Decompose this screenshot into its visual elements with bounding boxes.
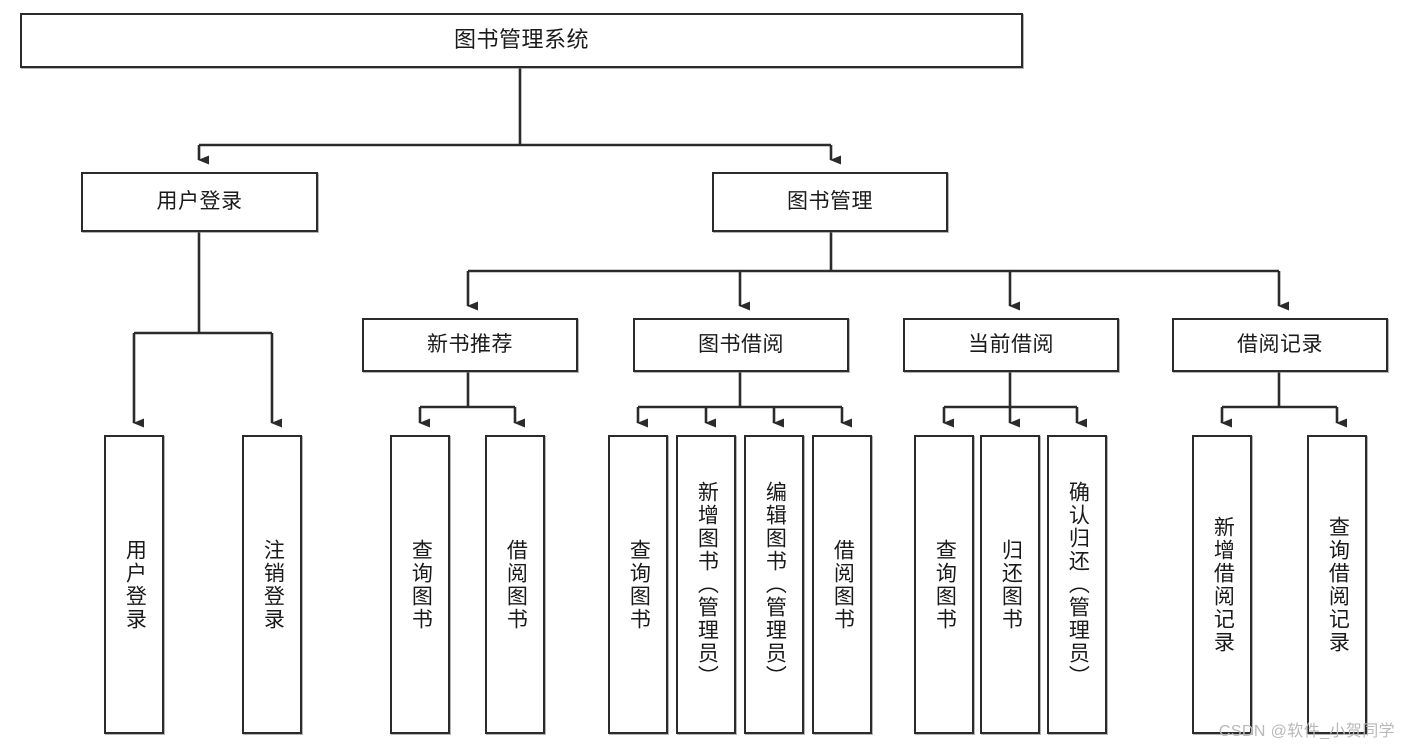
node-leaf-logout[interactable]: 注销登录	[242, 435, 302, 734]
node-current-borrow[interactable]: 当前借阅	[903, 318, 1119, 372]
node-label: 新增图书（管理员）	[695, 481, 719, 688]
node-label: 查询图书	[627, 538, 651, 631]
node-label: 归还图书	[999, 538, 1023, 631]
node-leaf-query-book-2[interactable]: 查询图书	[608, 435, 668, 734]
node-new-book-recommend[interactable]: 新书推荐	[362, 318, 578, 372]
node-label: 确认归还（管理员）	[1066, 481, 1090, 688]
node-label: 查询图书	[409, 538, 433, 631]
node-leaf-confirm-return[interactable]: 确认归还（管理员）	[1047, 435, 1107, 734]
node-leaf-user-login[interactable]: 用户登录	[104, 435, 164, 734]
node-label: 用户登录	[156, 190, 243, 214]
node-leaf-edit-book[interactable]: 编辑图书（管理员）	[744, 435, 804, 734]
node-leaf-query-record[interactable]: 查询借阅记录	[1307, 435, 1367, 734]
node-label: 编辑图书（管理员）	[763, 481, 787, 688]
node-root-system[interactable]: 图书管理系统	[20, 13, 1023, 68]
node-label: 查询图书	[933, 538, 957, 631]
node-book-borrow[interactable]: 图书借阅	[633, 318, 849, 372]
node-borrow-record[interactable]: 借阅记录	[1172, 318, 1388, 372]
node-label: 借阅记录	[1237, 333, 1323, 357]
node-label: 当前借阅	[968, 333, 1054, 357]
node-label: 注销登录	[261, 538, 285, 631]
node-label: 查询借阅记录	[1326, 515, 1350, 654]
watermark-text: CSDN @软件_小贺同学	[1218, 723, 1395, 740]
node-label: 图书管理系统	[453, 27, 589, 53]
node-leaf-add-record[interactable]: 新增借阅记录	[1192, 435, 1252, 734]
node-label: 图书借阅	[698, 333, 784, 357]
node-label: 用户登录	[123, 538, 147, 631]
node-leaf-add-book[interactable]: 新增图书（管理员）	[676, 435, 736, 734]
node-label: 借阅图书	[504, 538, 528, 631]
node-user-login[interactable]: 用户登录	[81, 172, 318, 232]
node-label: 新书推荐	[427, 333, 513, 357]
node-leaf-query-book-1[interactable]: 查询图书	[390, 435, 450, 734]
node-label: 新增借阅记录	[1211, 515, 1235, 654]
node-book-manage[interactable]: 图书管理	[712, 172, 948, 232]
node-label: 图书管理	[787, 190, 873, 214]
node-leaf-return-book[interactable]: 归还图书	[980, 435, 1040, 734]
node-label: 借阅图书	[831, 538, 855, 631]
node-leaf-borrow-book-1[interactable]: 借阅图书	[485, 435, 545, 734]
node-leaf-borrow-book-2[interactable]: 借阅图书	[812, 435, 872, 734]
node-leaf-query-book-3[interactable]: 查询图书	[914, 435, 974, 734]
